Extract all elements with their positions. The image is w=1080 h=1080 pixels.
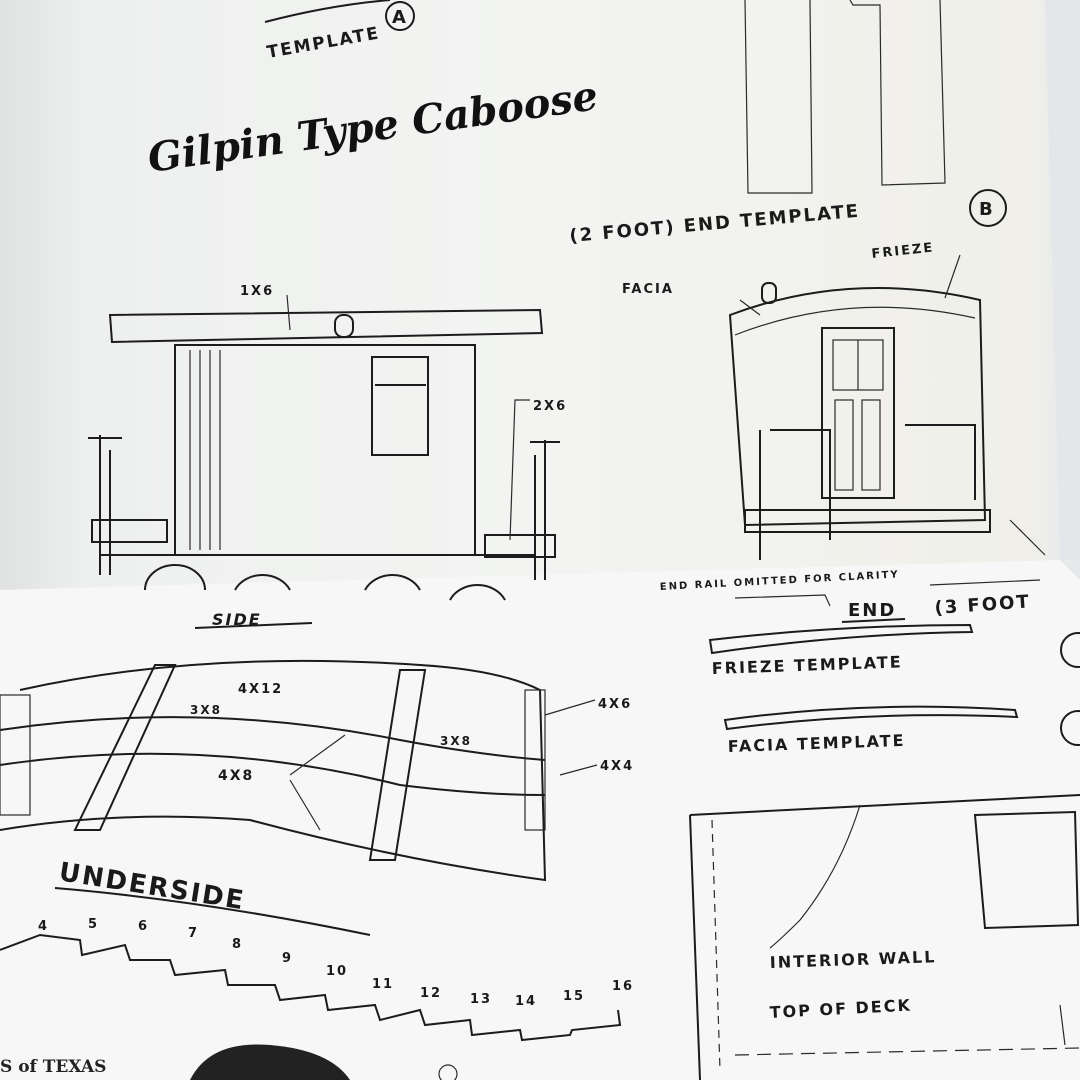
facia-label: FACIA [622,282,674,297]
scale-numbers: 4 5 6 7 8 9 10 11 12 13 14 15 16 [38,917,634,1009]
end-template-b-circle-label: B [979,199,995,220]
registered-mark-icon [438,1064,458,1080]
scale-number: 16 [612,979,634,994]
scale-number: 12 [420,986,442,1001]
scale-number: 8 [232,937,243,952]
scale-number: 14 [515,994,537,1009]
underside-4x12: 4X12 [238,682,283,697]
facia-template-circle [1060,710,1080,746]
underside-4x4: 4X4 [600,759,634,774]
underside-3x8-left: 3X8 [190,703,222,717]
scale-number: 7 [188,926,199,941]
side-caption-underline [194,622,313,629]
frieze-template-shape [708,623,974,655]
scale-number: 6 [138,919,149,934]
interior-wall-drawing [689,794,1080,1080]
end-caption-underline [841,618,906,623]
facia-template-shape [723,705,1019,731]
side-view-drawing [88,294,560,601]
end-view-drawing [728,254,1046,560]
end-template-b-drawing [744,0,946,194]
underside-4x8: 4X8 [218,768,254,784]
frieze-template-circle [1060,632,1080,668]
underside-3x8-right: 3X8 [440,734,472,748]
end-caption: END [848,600,896,621]
scale-number: 9 [282,951,293,966]
frieze-label: FRIEZE [871,240,935,261]
scale-number: 10 [326,964,348,979]
scale-number: 4 [38,919,49,934]
scale-bar [0,933,622,1042]
side-1x6-label: 1X6 [240,284,274,299]
scale-number: 15 [563,989,585,1004]
template-a-circle-label: A [392,7,408,28]
underside-labels: 4X12 3X8 4X8 3X8 4X6 4X4 [190,682,634,831]
footer-logo-graphic [190,1044,350,1080]
underside-caption-underline [54,887,371,936]
scale-number: 5 [88,917,99,932]
footer-logo-text: S of TEXAS [0,1057,106,1077]
underside-4x6: 4X6 [598,697,632,712]
side-caption: SIDE [212,610,262,629]
underside-drawing [0,659,547,882]
end-template-b-circle [969,189,1007,227]
scale-number: 11 [372,977,394,992]
lower-fold [0,560,1080,1080]
scale-number: 13 [470,992,492,1007]
end-bracket-right [929,579,1041,586]
side-2x6-label: 2X6 [533,399,567,414]
end-bracket-left [734,594,831,607]
